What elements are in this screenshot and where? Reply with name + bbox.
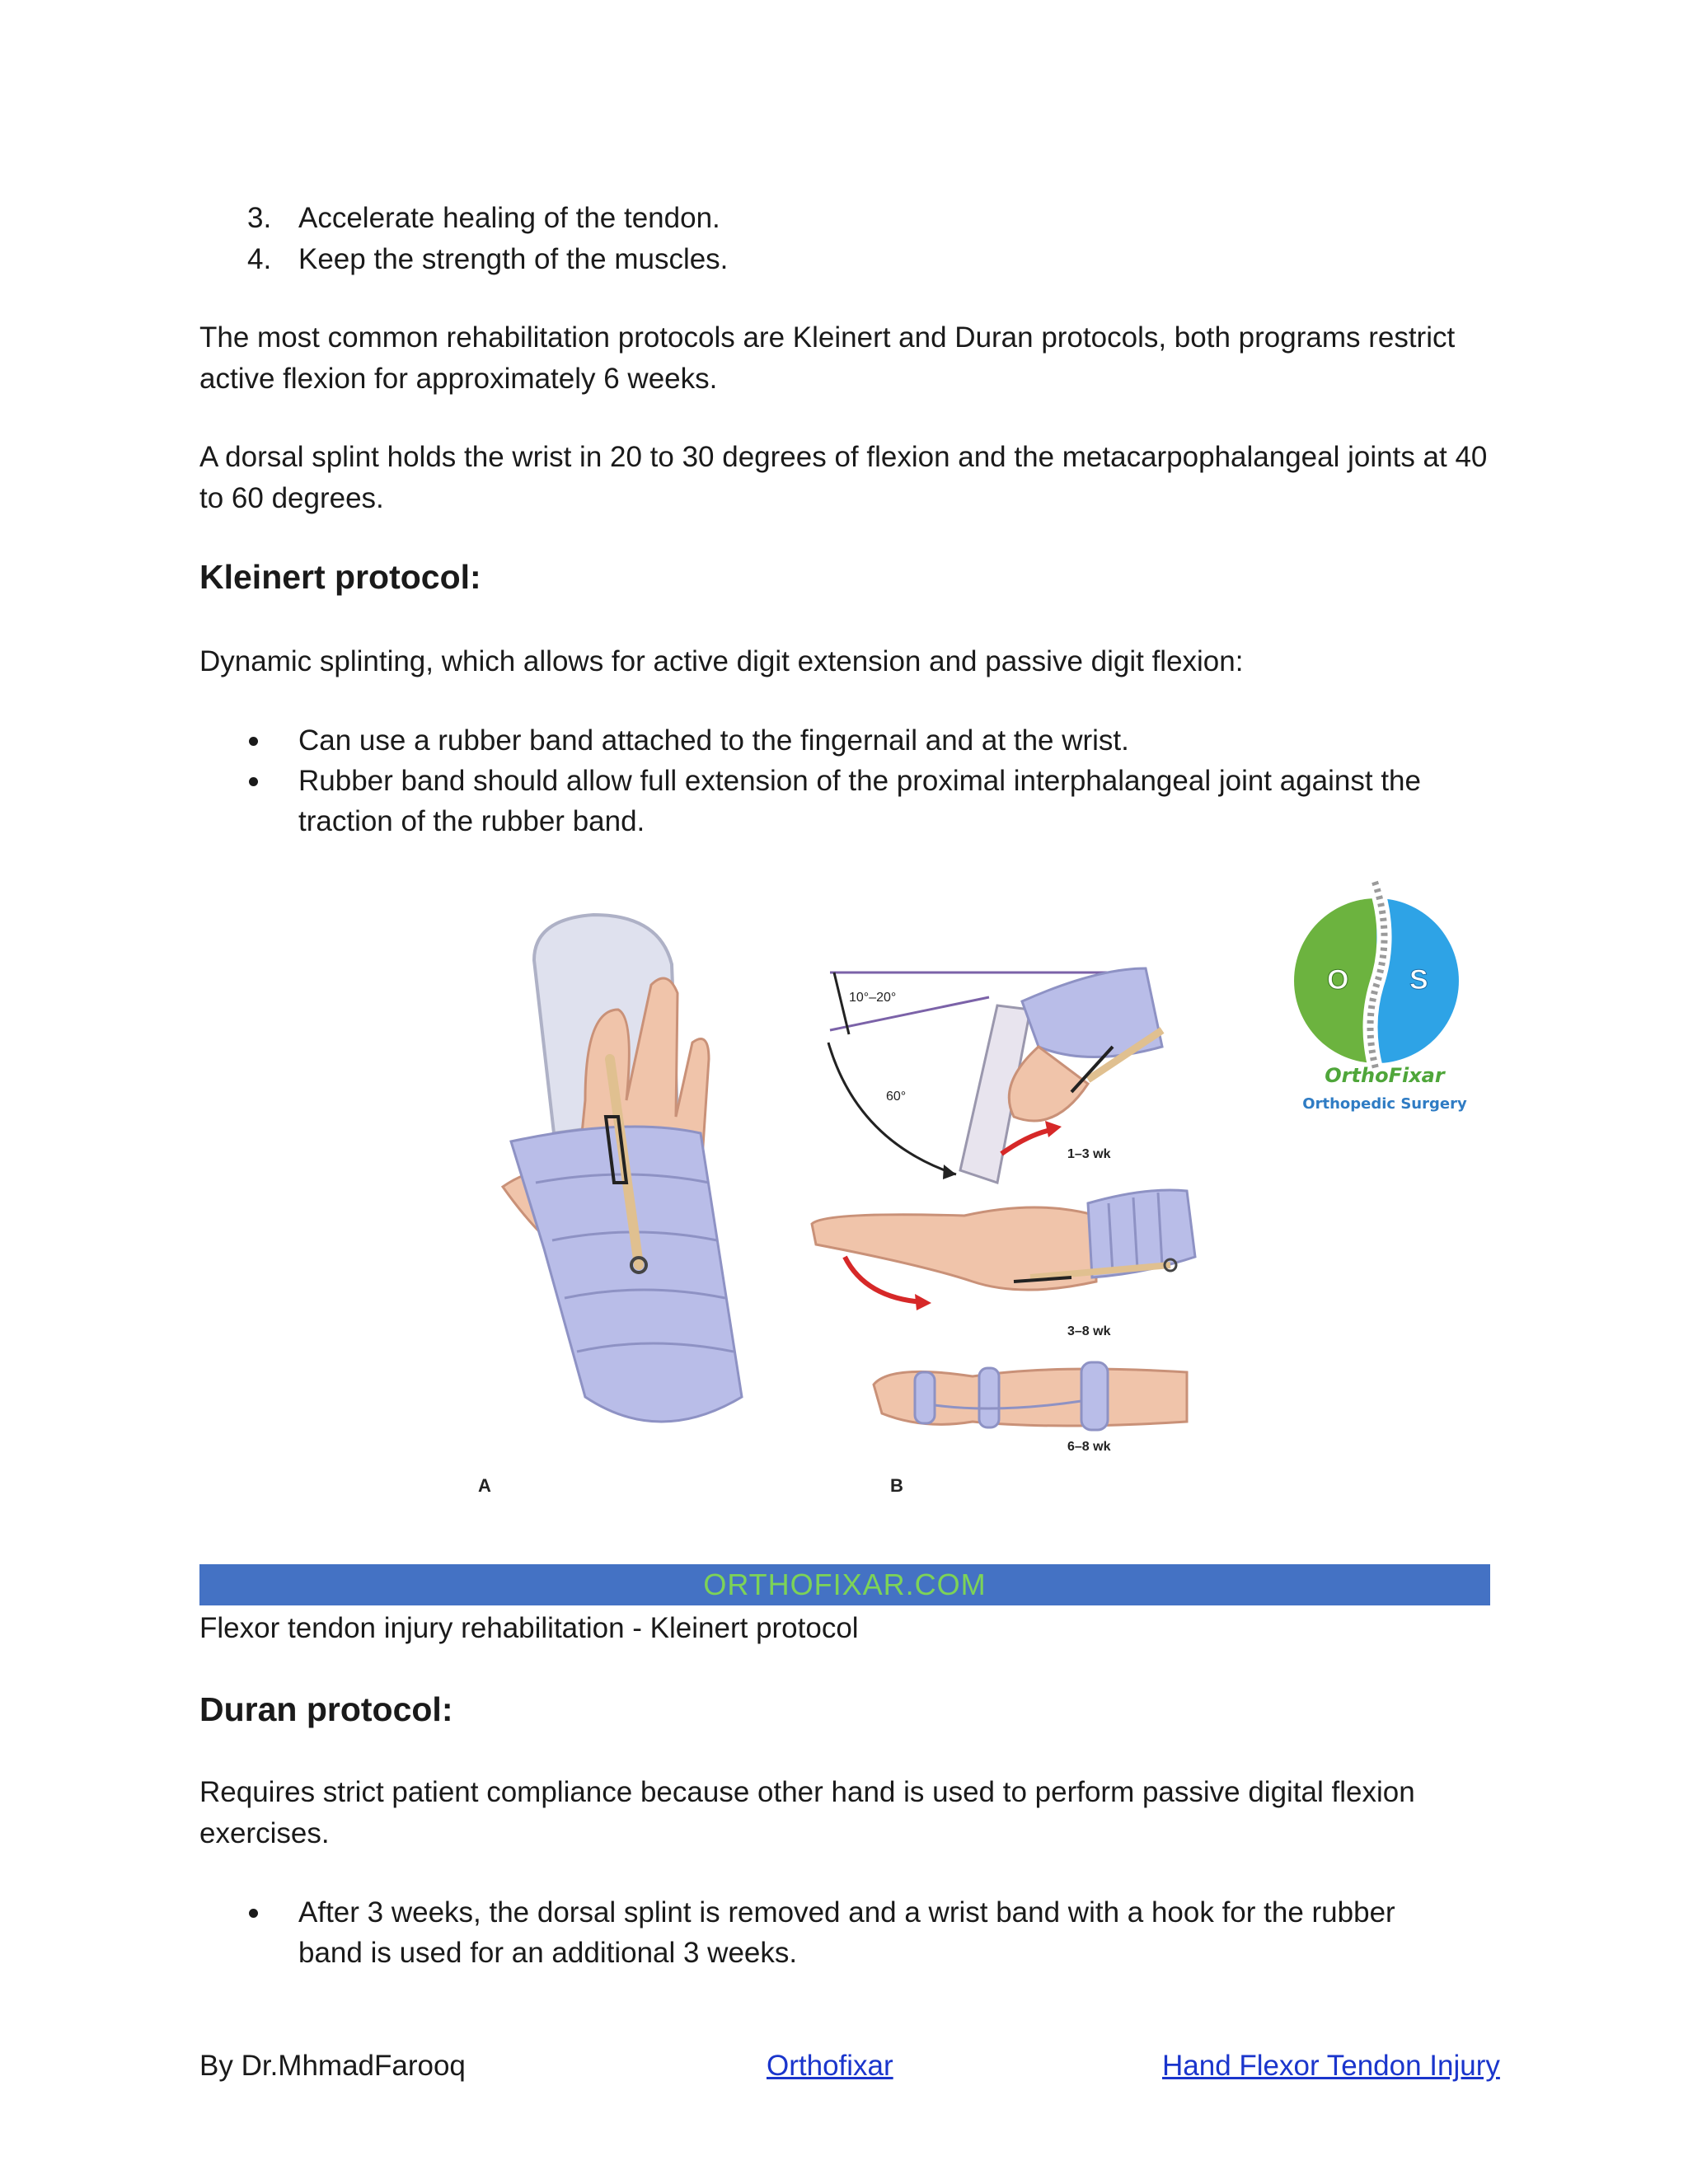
orthofixar-logo: O S OrthoFixar Orthopedic Surgery — [1294, 879, 1467, 1113]
list-text: Accelerate healing of the tendon. — [298, 202, 720, 234]
duran-intro: Requires strict patient compliance becau… — [199, 1776, 1415, 1849]
panel-a-hand — [500, 912, 743, 1423]
svg-text:O: O — [1327, 964, 1348, 996]
duran-heading: Duran protocol: — [199, 1690, 453, 1728]
list-item: 3. Accelerate healing of the tendon. — [199, 198, 1490, 239]
angle-bottom-label: 60° — [886, 1090, 906, 1104]
angle-top-label: 10°–20° — [849, 991, 896, 1005]
list-number: 3. — [247, 202, 272, 234]
bullet-icon — [249, 777, 258, 786]
bullet-icon — [249, 1909, 258, 1918]
list-number: 4. — [247, 243, 272, 275]
panel-a-label: A — [478, 1475, 491, 1496]
list-item: Rubber band should allow full extension … — [199, 761, 1490, 841]
bullet-icon — [249, 737, 258, 746]
panel-b-stage2: 3–8 wk — [810, 1188, 1197, 1338]
kleinert-intro: Dynamic splinting, which allows for acti… — [199, 645, 1244, 677]
paragraph-protocols: The most common rehabilitation protocols… — [199, 321, 1456, 395]
list-text: Rubber band should allow full extension … — [298, 765, 1421, 837]
list-text: Can use a rubber band attached to the fi… — [298, 724, 1129, 757]
footer-orthofixar-link[interactable]: Orthofixar — [767, 2050, 893, 2082]
numbered-list: 3. Accelerate healing of the tendon. 4. Ke… — [199, 198, 1490, 280]
svg-text:S: S — [1409, 964, 1428, 996]
stage3-label: 6–8 wk — [1067, 1440, 1111, 1454]
stage2-label: 3–8 wk — [1067, 1324, 1111, 1338]
kleinert-illustration: A 10°–20° 60° 1–3 wk — [478, 879, 1467, 1496]
kleinert-bullets: Can use a rubber band attached to the fi… — [199, 720, 1490, 841]
duran-bullets: After 3 weeks, the dorsal splint is remo… — [199, 1892, 1490, 1973]
site-banner: ORTHOFIXAR.COM — [199, 1564, 1490, 1605]
stage1-label: 1–3 wk — [1067, 1147, 1111, 1161]
panel-b-stage1: 10°–20° 60° 1–3 wk — [827, 967, 1165, 1184]
list-item: 4. Keep the strength of the muscles. — [199, 239, 1490, 280]
logo-subtitle: Orthopedic Surgery — [1302, 1095, 1467, 1113]
footer-topic-link[interactable]: Hand Flexor Tendon Injury — [1162, 2050, 1500, 2082]
figure-caption: Flexor tendon injury rehabilitation - Kl… — [199, 1612, 859, 1644]
list-text: Keep the strength of the muscles. — [298, 243, 729, 275]
list-item: After 3 weeks, the dorsal splint is remo… — [199, 1892, 1490, 1973]
paragraph-dorsal-splint: A dorsal splint holds the wrist in 20 to… — [199, 441, 1488, 514]
kleinert-heading: Kleinert protocol: — [199, 558, 481, 596]
panel-b-label: B — [890, 1475, 903, 1496]
panel-b-stage3: 6–8 wk — [872, 1361, 1189, 1454]
list-text: After 3 weeks, the dorsal splint is remo… — [298, 1896, 1395, 1969]
logo-title: OrthoFixar — [1325, 1064, 1447, 1087]
list-item: Can use a rubber band attached to the fi… — [199, 720, 1490, 761]
footer-author: By Dr.MhmadFarooq — [199, 2050, 466, 2082]
